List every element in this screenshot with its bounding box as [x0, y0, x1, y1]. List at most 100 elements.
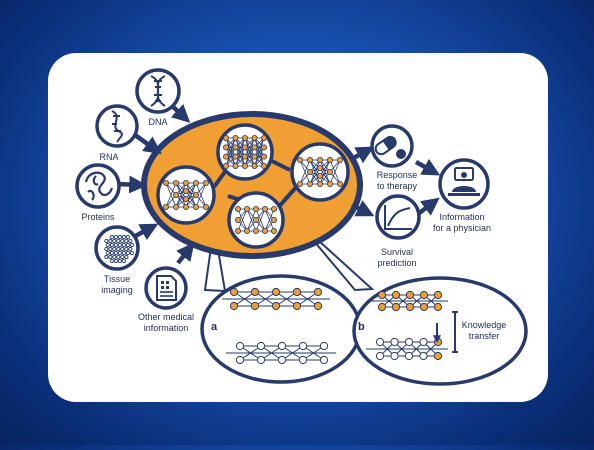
network-node: [192, 179, 199, 186]
network-node: [256, 341, 266, 351]
tissue-cell: [108, 246, 113, 252]
tissue-cell: [113, 234, 118, 240]
network-node: [232, 144, 239, 151]
tissue-cell: [116, 238, 121, 244]
rna-label: RNA: [99, 152, 118, 162]
network-circle-left: [156, 165, 216, 225]
tissue-cell: [105, 250, 110, 256]
network-node: [405, 290, 415, 300]
network-node: [251, 134, 258, 141]
network-node: [316, 172, 323, 179]
network-node: [270, 227, 277, 234]
network-node: [391, 290, 401, 300]
tissue-cell: [121, 234, 126, 240]
mini-net-left: [162, 179, 209, 210]
network-node: [271, 287, 281, 297]
tissue-cell: [117, 250, 122, 256]
tissue-cell: [109, 242, 114, 248]
dna-icon: [150, 75, 166, 107]
tissue-cell: [120, 246, 125, 252]
network-node: [377, 302, 387, 312]
network-node: [241, 153, 248, 160]
network-node: [277, 355, 287, 365]
physician-label-line1: Information: [439, 212, 484, 222]
network-node: [405, 302, 415, 312]
network-node: [306, 180, 313, 187]
panel-b-networks: [366, 290, 448, 361]
network-node: [433, 302, 443, 312]
network-node: [234, 216, 241, 223]
network-node: [234, 205, 241, 212]
network-node: [222, 153, 229, 160]
network-node: [298, 355, 308, 365]
network-node: [252, 205, 259, 212]
network-node: [192, 203, 199, 210]
mini-net-right: [296, 156, 343, 187]
tissue-cell: [129, 242, 134, 248]
network-circle-top: [216, 123, 274, 181]
network-node: [419, 302, 429, 312]
network-node: [251, 144, 258, 151]
mini-net-bottom: [234, 205, 277, 234]
tissue-cell: [125, 242, 130, 248]
survival-output: Survival prediction: [375, 194, 421, 268]
network-node: [243, 227, 250, 234]
network-node: [182, 179, 189, 186]
tissue-cell: [120, 254, 125, 260]
panel-a-label: a: [211, 321, 218, 333]
tissue-cell: [124, 238, 129, 244]
network-node: [313, 301, 323, 311]
response-output: Response to therapy: [370, 124, 418, 191]
tissue-cell: [113, 258, 118, 264]
survival-label-line1: Survival: [381, 247, 413, 257]
survival-curve-icon: [384, 205, 412, 230]
network-node: [256, 355, 266, 365]
network-node: [390, 351, 399, 361]
network-node: [326, 180, 333, 187]
tissue-cell: [109, 234, 114, 240]
network-node: [404, 351, 414, 361]
network-node: [270, 216, 277, 223]
panel-b-label: b: [358, 321, 365, 333]
network-node: [260, 162, 267, 169]
network-node: [271, 301, 281, 311]
tissue-cell: [109, 250, 114, 256]
network-node: [172, 179, 179, 186]
network-node: [229, 287, 239, 297]
rna-icon: [111, 110, 123, 143]
dna-label: DNA: [148, 117, 167, 127]
tissue-cell: [113, 242, 118, 248]
pills-icon: [374, 135, 406, 159]
network-node: [391, 302, 401, 312]
network-node: [326, 156, 333, 163]
tissue-cell: [112, 246, 117, 252]
tissue-cell: [112, 254, 117, 260]
tissue-cell: [121, 242, 126, 248]
tissue-cell: [117, 258, 122, 264]
physician-output: Information for a physician: [433, 158, 491, 233]
mini-net-top: [222, 134, 267, 169]
network-node: [252, 227, 259, 234]
network-node: [202, 203, 209, 210]
network-node: [296, 156, 303, 163]
network-node: [319, 341, 329, 351]
network-node: [243, 205, 250, 212]
other-label-line2: information: [144, 323, 189, 333]
network-circle-right: [290, 142, 350, 202]
network-node: [235, 341, 245, 351]
tissue-cell: [128, 238, 133, 244]
network-node: [261, 205, 268, 212]
tissue-input: Tissue imaging: [94, 225, 140, 295]
network-node: [404, 337, 414, 347]
network-node: [222, 134, 229, 141]
network-node: [261, 227, 268, 234]
network-node: [390, 337, 399, 347]
network-node: [292, 287, 302, 297]
transfer-label-line2: transfer: [469, 331, 500, 341]
tissue-cell: [105, 242, 110, 248]
tissue-cell: [125, 250, 130, 256]
tissue-cell: [117, 234, 122, 240]
tissue-cell: [104, 238, 109, 244]
panel-a: a: [200, 274, 362, 384]
